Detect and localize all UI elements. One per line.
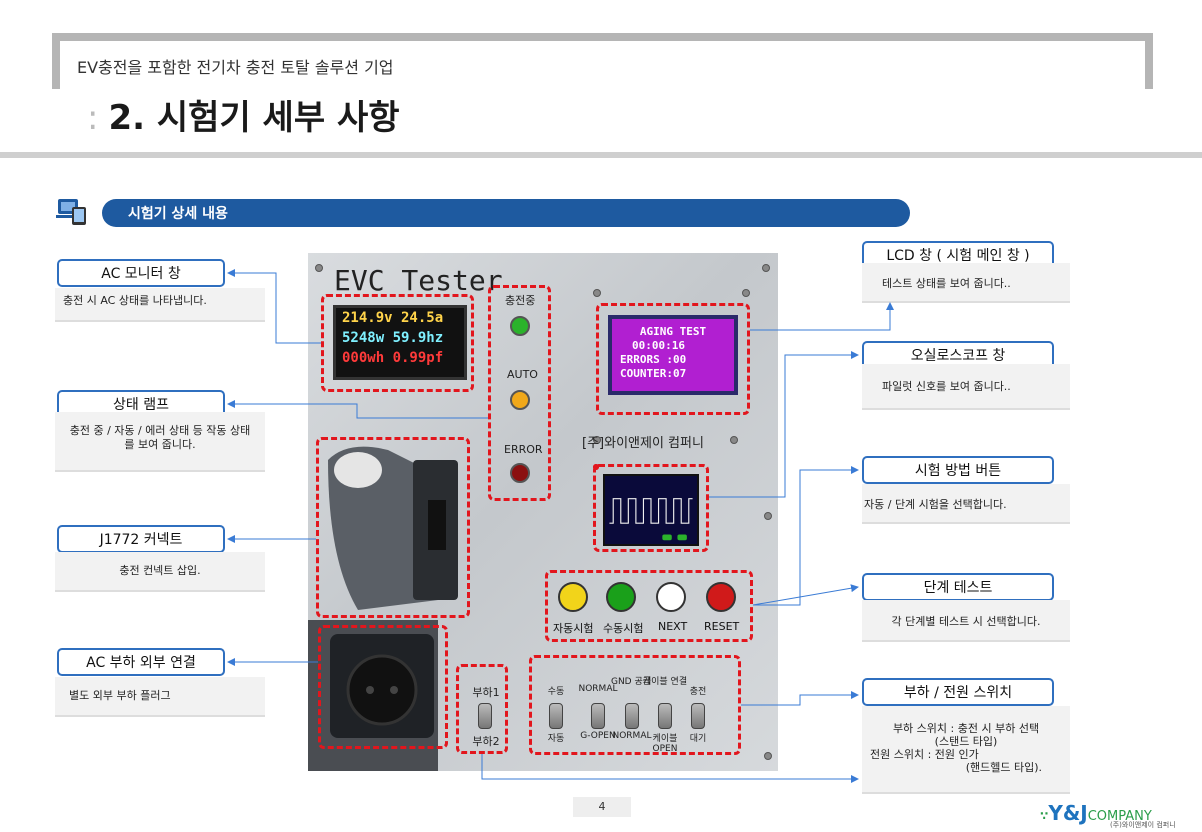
gnd-switch[interactable] [625, 703, 639, 729]
highlight-ac-meter [321, 294, 474, 392]
screw [742, 289, 750, 297]
lamp-label-auto: AUTO [507, 368, 538, 381]
pwm-waveform-icon [609, 498, 693, 541]
logo-main: Y&J [1048, 801, 1088, 825]
ac-meter-row2: 5248w 59.9hz [342, 330, 444, 346]
lcd-line4: COUNTER:07 [620, 367, 687, 380]
lamp-label-charging: 충전중 [505, 294, 536, 307]
callout-test-method: 시험 방법 버튼 [862, 456, 1054, 484]
callout-step-test-desc: 각 단계별 테스트 시 선택합니다. [862, 600, 1070, 640]
callout-j1772: J1772 커넥트 [57, 525, 225, 553]
manual-test-label: 수동시험 [603, 622, 644, 635]
load-switch[interactable] [478, 703, 492, 729]
header-frame [52, 33, 1153, 89]
highlight-switches [529, 655, 741, 755]
switch-desc-line4: (핸드헬드 타입). [965, 761, 1042, 774]
screw [593, 289, 601, 297]
devices-icon [56, 199, 86, 225]
screw [764, 512, 772, 520]
switch1-top-label: 수동 [547, 687, 565, 697]
callout-ac-load: AC 부하 외부 연결 [57, 648, 225, 676]
switch5-top-label: 충전 [689, 687, 707, 697]
screw [764, 752, 772, 760]
callout-oscilloscope-desc: 파일럿 신호를 보여 줍니다.. [862, 364, 1070, 408]
title-marker: : [87, 98, 99, 138]
logo-sub: (주)와이앤제이 컴퍼니 [1110, 821, 1176, 829]
reset-button[interactable] [706, 582, 736, 612]
charging-lamp [510, 316, 530, 336]
load-switch-bottom-label: 부하2 [472, 735, 500, 748]
manual-auto-switch[interactable] [549, 703, 563, 729]
callout-load-power-switch-desc: 부하 스위치 : 충전 시 부하 선택 (스탠드 타입) 전원 스위치 : 전원… [862, 706, 1070, 792]
auto-test-button[interactable] [558, 582, 588, 612]
error-lamp [510, 463, 530, 483]
switch2-top-label: NORMAL [578, 684, 618, 694]
highlight-oscilloscope [593, 464, 709, 552]
highlight-lcd [596, 303, 750, 415]
load-switch-top-label: 부하1 [472, 686, 500, 699]
switch4-top-label: 케이블 연결 [642, 677, 688, 687]
lcd-line2: 00:00:16 [632, 339, 685, 352]
ac-outlet-icon [330, 634, 434, 738]
cable-switch[interactable] [658, 703, 672, 729]
callout-ac-load-desc: 별도 외부 부하 플러그 [55, 677, 265, 715]
callout-step-test: 단계 테스트 [862, 573, 1054, 601]
callout-ac-monitor-desc: 충전 시 AC 상태를 나타냅니다. [55, 288, 265, 320]
j1772-connector-icon [328, 446, 458, 610]
device-company-label: [주]와이앤제이 컴퍼니 [582, 436, 704, 451]
company-logo: ∵Y&JCOMPANY (주)와이앤제이 컴퍼니 [1040, 801, 1176, 829]
switch3-top-label: GND 공급 [610, 677, 652, 687]
callout-load-power-switch: 부하 / 전원 스위치 [862, 678, 1054, 706]
header-subtitle: EV충전을 포함한 전기차 충전 토탈 솔루션 기업 [77, 58, 394, 77]
highlight-buttons [545, 570, 753, 642]
highlight-load-switch [456, 664, 508, 754]
ac-meter-row1: 214.9v 24.5a [342, 310, 444, 326]
header-divider [0, 152, 1202, 158]
logo-company: COMPANY [1087, 809, 1152, 824]
page-number: 4 [573, 797, 631, 817]
highlight-ac-outlet [318, 625, 448, 749]
normal-gopen-switch[interactable] [591, 703, 605, 729]
lamp-label-error: ERROR [504, 443, 543, 456]
lcd-line1: AGING TEST [639, 325, 707, 338]
switch-desc-line1: 부하 스위치 : 충전 시 부하 선택 [892, 722, 1040, 735]
switch1-bottom-label: 자동 [547, 734, 565, 744]
lcd-line3: ERRORS :00 [620, 353, 687, 366]
auto-test-label: 자동시험 [553, 622, 594, 635]
ac-meter-row3: 000wh 0.99pf [342, 350, 444, 366]
callout-j1772-desc: 충전 컨넥트 삽입. [55, 552, 265, 590]
charge-standby-switch[interactable] [691, 703, 705, 729]
manual-test-button[interactable] [606, 582, 636, 612]
reset-label: RESET [704, 620, 740, 633]
callout-lcd-desc: 테스트 상태를 보여 줍니다.. [862, 263, 1070, 301]
screw [593, 436, 601, 444]
next-label: NEXT [658, 620, 688, 633]
next-button[interactable] [656, 582, 686, 612]
callout-ac-monitor: AC 모니터 창 [57, 259, 225, 287]
screw [762, 264, 770, 272]
page-title-text: 2. 시험기 세부 사항 [108, 98, 400, 138]
highlight-j1772 [316, 437, 470, 618]
switch2-bottom-label: G-OPEN [580, 731, 616, 741]
callout-status-lamp-desc: 충전 중 / 자동 / 에러 상태 등 작동 상태를 보여 줍니다. [55, 412, 265, 470]
screw [315, 264, 323, 272]
switch3-bottom-label: NORMAL [612, 731, 652, 741]
switch-desc-line2: (스탠드 타입) [934, 735, 998, 748]
screw [730, 436, 738, 444]
oscilloscope-screen [603, 474, 699, 546]
device-name: EVC Tester [334, 264, 503, 297]
auto-lamp [510, 390, 530, 410]
page-title: :2. 시험기 세부 사항 [87, 90, 400, 139]
switch4-bottom-label: 케이블 OPEN [652, 734, 678, 754]
ac-meter-display: 214.9v 24.5a 5248w 59.9hz 000wh 0.99pf [333, 305, 467, 380]
highlight-lamps [488, 285, 551, 501]
switch5-bottom-label: 대기 [689, 734, 707, 744]
section-title-bar: 시험기 상세 내용 [102, 199, 910, 227]
callout-test-method-desc: 자동 / 단계 시험을 선택합니다. [862, 484, 1070, 522]
logo-dots-icon: ∵ [1040, 809, 1049, 823]
switch-desc-line3: 전원 스위치 : 전원 인가 [870, 748, 979, 761]
section-title: 시험기 상세 내용 [128, 206, 228, 222]
